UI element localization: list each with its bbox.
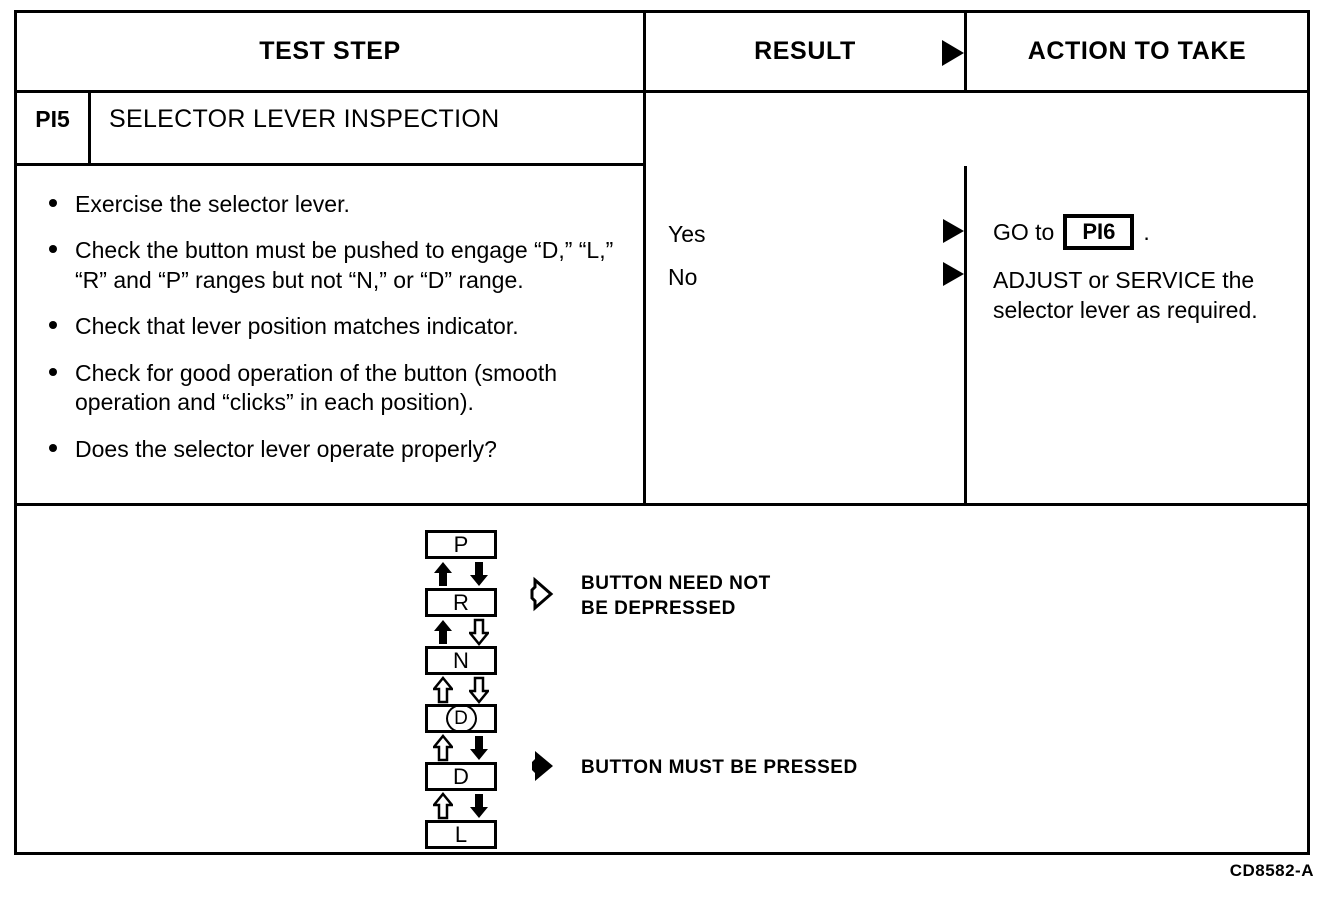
- gear-position-r-1: R: [425, 588, 497, 617]
- hollow-arrow-icon: [529, 574, 559, 619]
- result-yes-label: Yes: [668, 221, 706, 247]
- gear-position-l-5: L: [425, 820, 497, 849]
- column-header-action-to-take-label: ACTION TO TAKE: [1027, 37, 1247, 65]
- test-step-item: Exercise the selector lever.: [41, 190, 629, 219]
- bullet-icon: [49, 443, 57, 452]
- bullet-icon: [49, 245, 57, 254]
- column-header-action-to-take: ACTION TO TAKE: [967, 13, 1307, 93]
- test-step-text: Check the button must be pushed to engag…: [75, 237, 614, 293]
- legend-button-must-be-pressed-text: BUTTON MUST BE PRESSED: [581, 757, 858, 779]
- action-goto-step-code[interactable]: PI6: [1063, 214, 1135, 251]
- gear-position-label: L: [454, 821, 468, 847]
- arrow-up-hollow-icon: [433, 675, 453, 704]
- test-step-item: Check for good operation of the button (…: [41, 359, 629, 418]
- arrow-up-filled-icon: [433, 618, 453, 646]
- gear-position-p-0: P: [425, 530, 497, 559]
- test-step-list: Exercise the selector lever. Check the bu…: [41, 190, 629, 464]
- test-step-text: Does the selector lever operate properly…: [75, 435, 497, 462]
- gear-position-label: R: [453, 589, 469, 615]
- column-header-result: RESULT: [646, 13, 967, 93]
- arrow-up-hollow-icon: [433, 733, 453, 762]
- gear-position-label: D: [445, 704, 477, 733]
- column-header-result-label: RESULT: [754, 37, 856, 65]
- transition-N-OD: [415, 675, 507, 704]
- result-no-arrow-icon: [943, 262, 964, 286]
- gear-position-n-2: N: [425, 646, 497, 675]
- legend-button-need-not: BUTTON NEED NOT BE DEPRESSED: [529, 572, 771, 621]
- test-step-text: Exercise the selector lever.: [75, 191, 350, 217]
- bullet-icon: [49, 367, 57, 376]
- result-no-label: No: [668, 264, 698, 290]
- filled-arrow-icon: [529, 746, 559, 791]
- arrow-up-filled-icon: [433, 560, 453, 588]
- transition-P-R: [415, 559, 507, 588]
- gear-position-d-4: D: [425, 762, 497, 791]
- arrow-up-hollow-icon: [433, 791, 453, 820]
- arrow-down-hollow-icon: [469, 676, 489, 704]
- column-header-test-step-label: TEST STEP: [259, 37, 401, 65]
- action-cell: GO to PI6 . ADJUST or SERVICE the select…: [967, 166, 1307, 506]
- gear-position-ladder: P R N D D L: [415, 530, 507, 849]
- step-title-cell: SELECTOR LEVER INSPECTION: [91, 93, 646, 166]
- procedure-table: TEST STEP RESULT ACTION TO TAKE PI5 SELE…: [14, 10, 1310, 855]
- test-step-list-cell: Exercise the selector lever. Check the bu…: [17, 166, 646, 506]
- gear-position-label: N: [453, 647, 469, 673]
- transition-R-N: [415, 617, 507, 646]
- legend-button-need-not-text: BUTTON NEED NOT BE DEPRESSED: [581, 572, 771, 621]
- test-step-item: Does the selector lever operate properly…: [41, 435, 629, 464]
- transition-OD-D: [415, 733, 507, 762]
- gear-position-label: D: [453, 763, 469, 789]
- legend-button-must-be-pressed: BUTTON MUST BE PRESSED: [529, 746, 858, 791]
- test-step-item: Check that lever position matches indica…: [41, 312, 629, 341]
- column-header-test-step: TEST STEP: [17, 13, 646, 93]
- transition-D-L: [415, 791, 507, 820]
- arrow-down-hollow-icon: [469, 618, 489, 646]
- gear-position-overdrive-3: D: [425, 704, 497, 733]
- selector-lever-diagram: P R N D D L BUTTON NEED NOT BE DEPRESSED BUTT…: [17, 506, 1307, 852]
- document-reference-code: CD8582-A: [1229, 861, 1314, 880]
- action-goto-row: GO to PI6 .: [993, 214, 1307, 251]
- gear-position-label: P: [453, 531, 469, 557]
- bullet-icon: [49, 199, 57, 207]
- action-goto-prefix: GO to: [993, 218, 1055, 245]
- result-yes-arrow-icon: [943, 219, 964, 243]
- step-title-label: SELECTOR LEVER INSPECTION: [109, 105, 500, 133]
- arrow-down-filled-icon: [469, 560, 489, 588]
- arrow-down-filled-icon: [469, 734, 489, 762]
- action-goto-suffix: .: [1143, 218, 1150, 245]
- test-step-text: Check that lever position matches indica…: [75, 313, 519, 340]
- test-step-item: Check the button must be pushed to engag…: [41, 236, 629, 295]
- result-cell: Yes No: [646, 166, 967, 506]
- arrow-down-filled-icon: [469, 792, 489, 820]
- step-code-cell: PI5: [17, 93, 91, 166]
- test-step-text: Check for good operation of the button (…: [75, 359, 558, 416]
- legend-line-2: BE DEPRESSED: [581, 597, 736, 619]
- legend-line-1: BUTTON NEED NOT: [581, 573, 771, 594]
- bullet-icon: [49, 321, 57, 330]
- step-code-label: PI5: [35, 106, 70, 132]
- action-no-text: ADJUST or SERVICE the selector lever as …: [993, 267, 1258, 324]
- right-triangle-icon: [942, 40, 964, 66]
